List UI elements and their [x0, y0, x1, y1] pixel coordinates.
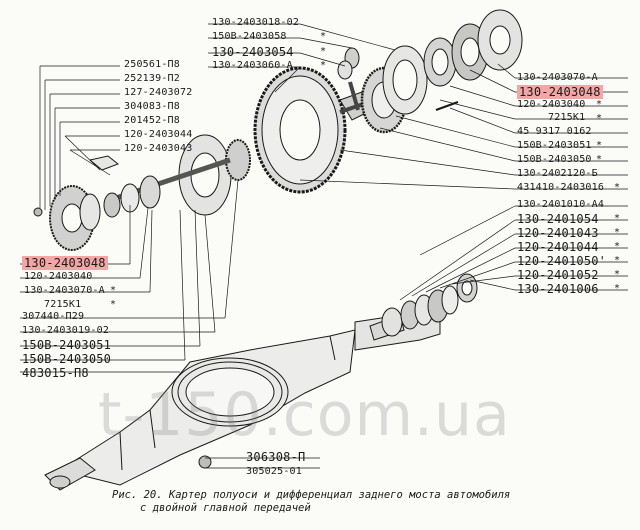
part-label: 45 9317 0162 [517, 126, 592, 137]
part-label: 120-2401044 [517, 240, 599, 254]
part-label: 150В-2403051 [517, 140, 592, 151]
star-mark: * [614, 213, 621, 224]
star-mark: * [614, 255, 621, 266]
differential-case-left [33, 134, 251, 251]
leader-lines [20, 23, 628, 469]
part-label: 150В-2403051 [22, 338, 112, 352]
part-label: 127-2403072 [124, 87, 193, 98]
star-mark: * [614, 227, 621, 238]
figure-caption: Рис. 20. Картер полуоси и дифференциал з… [112, 489, 510, 515]
part-label: 150В-2403050 [517, 154, 592, 165]
part-label-highlighted: 130-2403048 [517, 85, 603, 99]
part-label: 130-2403060-А [212, 60, 293, 71]
highlight-mark: 130-2403048 [517, 85, 603, 99]
star-mark: * [614, 269, 621, 280]
part-label: 150В-2403058 [212, 31, 287, 42]
part-label: 120-2403040 [517, 99, 586, 110]
part-label: 130-2403070-А [24, 285, 105, 296]
part-label: 130-2401054 [517, 212, 599, 226]
part-label: 120-2403044 [124, 129, 193, 140]
star-mark: * [320, 31, 327, 42]
part-label: 130-2401006 [517, 282, 599, 296]
part-label: 250561-П8 [124, 59, 180, 70]
star-mark: * [614, 241, 621, 252]
part-label: 130-2403054 [212, 45, 294, 59]
part-label: 120-2401050' [517, 254, 607, 268]
caption-line: Рис. 20. Картер полуоси и дифференциал з… [112, 489, 511, 501]
part-label: 306308-П [246, 450, 306, 464]
caption-line: с двойной главной передачей [140, 502, 311, 514]
part-label: 483015-П8 [22, 366, 89, 380]
part-label: 120-2401043 [517, 226, 599, 240]
part-label: 150В-2403050 [22, 352, 112, 366]
star-mark: * [110, 299, 117, 310]
part-label: 304083-П8 [124, 101, 180, 112]
half-shaft-parts [369, 273, 478, 341]
part-label: 431410-2403016 [517, 182, 605, 193]
part-label: 7215К1 [44, 299, 82, 310]
part-label: 305025-01 [246, 466, 302, 477]
star-mark: * [596, 99, 603, 110]
part-label: 7215К1 [548, 112, 586, 123]
part-label: 120-2403043 [124, 143, 193, 154]
star-mark: * [614, 182, 621, 193]
part-label: 130-2402120-Б [517, 168, 598, 179]
differential-case-right [360, 9, 523, 134]
star-mark: * [596, 113, 603, 124]
watermark: t-150.com.ua [98, 380, 511, 450]
part-label: 130-2403018-02 [212, 17, 300, 28]
star-mark: * [596, 154, 603, 165]
star-mark: * [320, 46, 327, 57]
star-mark: * [320, 60, 327, 71]
part-label-highlighted: 130-2403048 [22, 256, 108, 270]
part-label: 130-2403019-02 [22, 325, 110, 336]
part-label: 201452-П8 [124, 115, 180, 126]
part-label: 120-2401052 [517, 268, 599, 282]
star-mark: * [596, 140, 603, 151]
part-label: 252139-П2 [124, 73, 180, 84]
star-mark: * [614, 283, 621, 294]
star-mark: * [110, 285, 117, 296]
ring-gear [253, 66, 347, 194]
part-label: 130-2403070-А [517, 72, 598, 83]
part-label: 120-2403040 [24, 271, 93, 282]
part-label: 307440-П29 [22, 311, 85, 322]
part-label: 130-2401010-А4 [517, 199, 605, 210]
highlight-mark: 130-2403048 [22, 256, 108, 270]
